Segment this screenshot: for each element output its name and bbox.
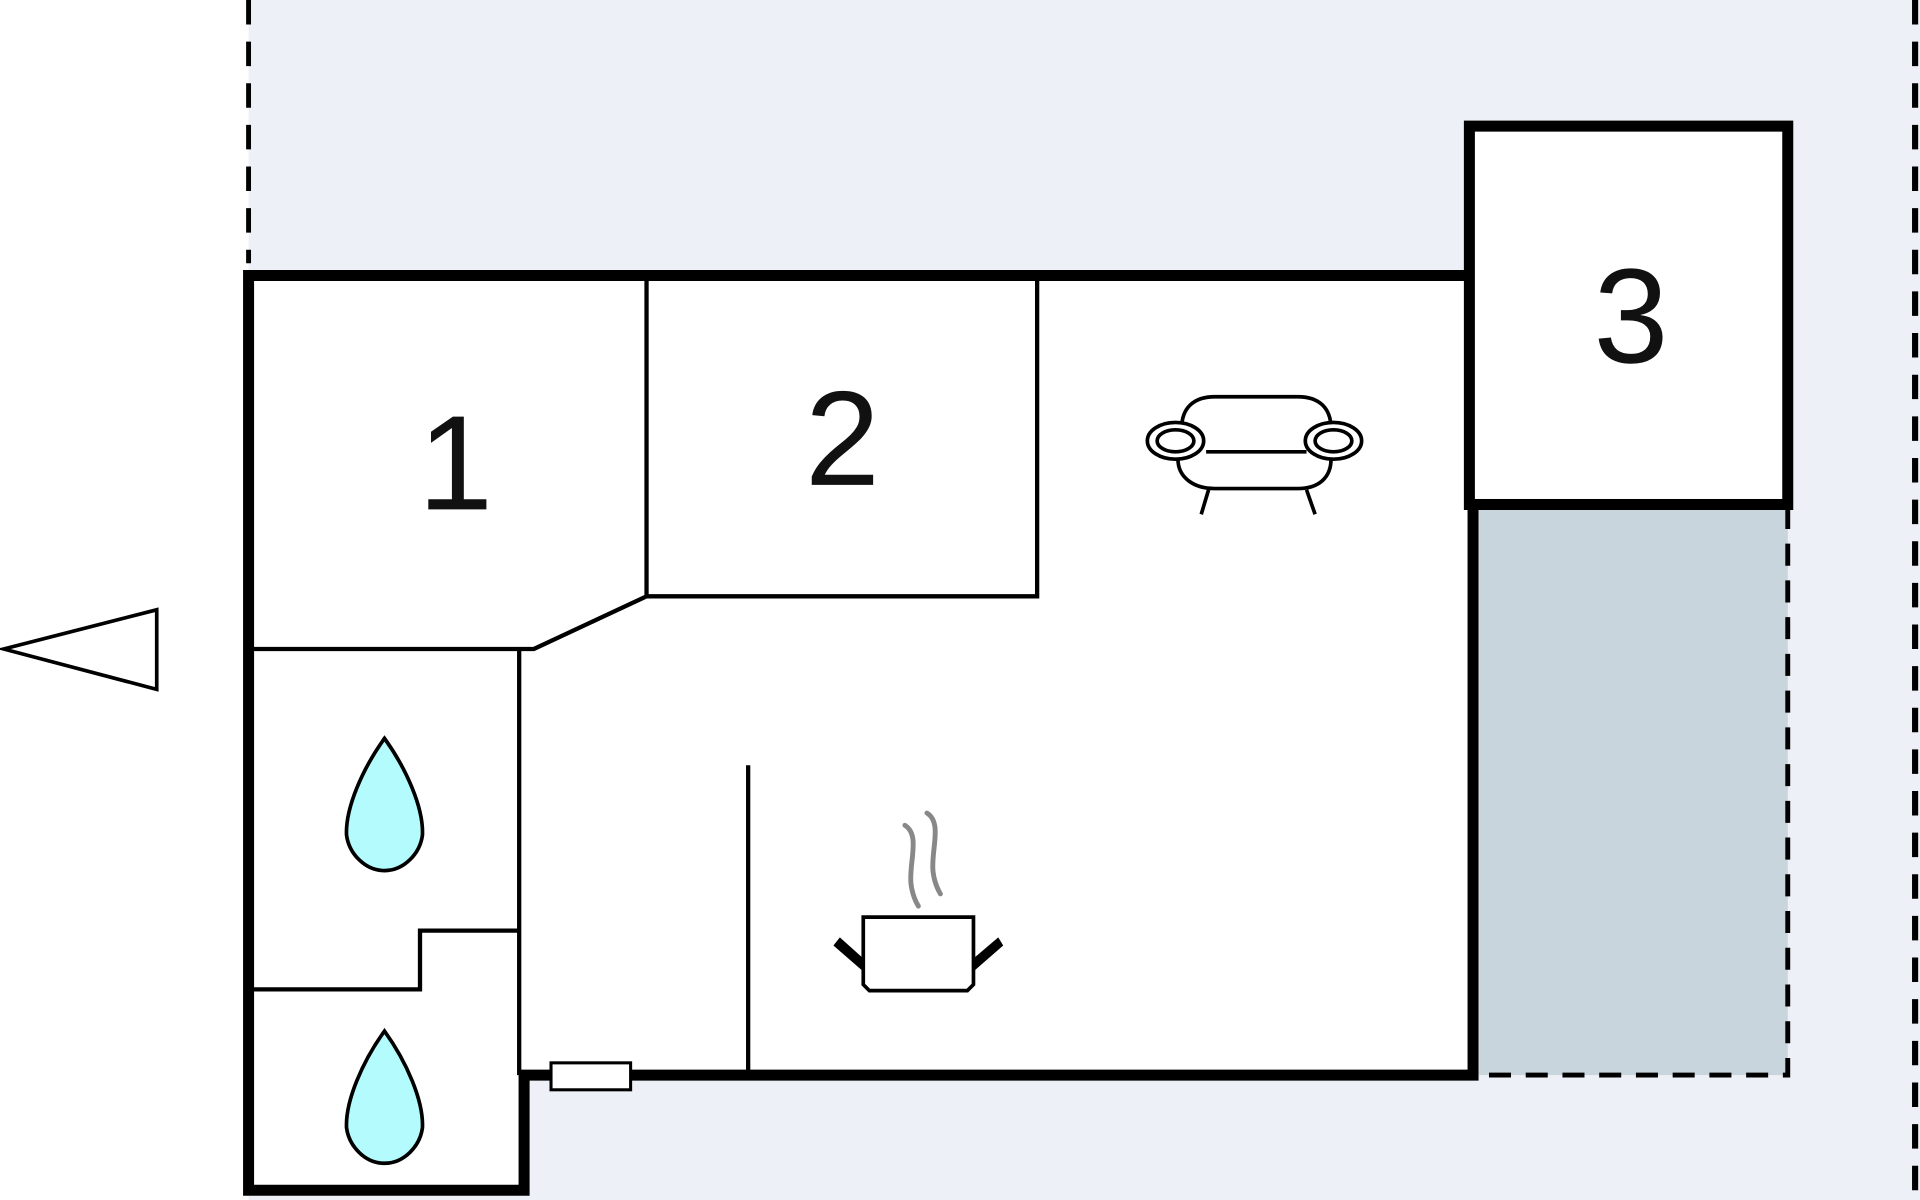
interior-walls (248, 279, 1040, 1076)
room-label-2: 2 (805, 363, 880, 514)
water-drop-icon (344, 1027, 425, 1166)
water-drop-icon (344, 735, 425, 873)
room-label-1: 1 (418, 387, 493, 538)
room-3-walls (1463, 120, 1794, 510)
house-interior (248, 275, 1474, 1191)
cooking-pot-icon (833, 810, 1004, 993)
window (549, 1061, 633, 1092)
room-label-3: 3 (1594, 240, 1669, 391)
terrace-boundary (1479, 506, 1791, 1078)
terrace-area (1479, 506, 1788, 1076)
entrance-arrow-icon (0, 607, 159, 692)
sofa-icon (1145, 394, 1364, 515)
